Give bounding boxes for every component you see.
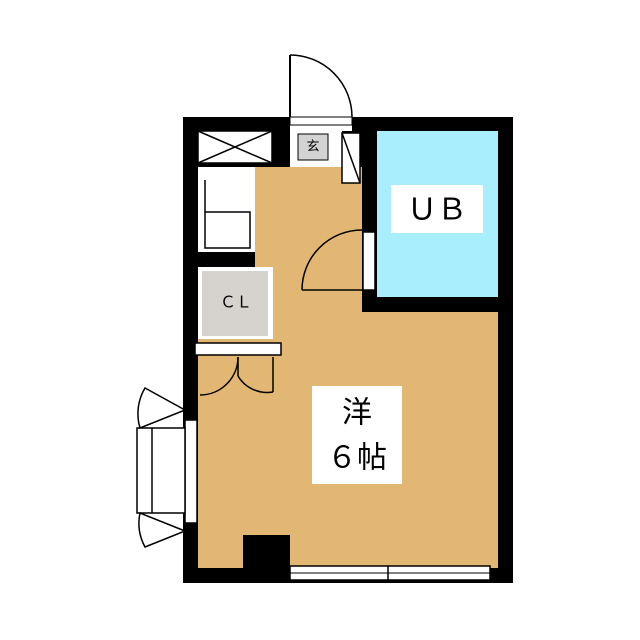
western-room-label-line1: 洋 [342, 396, 372, 431]
closet-door-rail [194, 342, 282, 356]
kitchen-sink [204, 211, 251, 249]
bath-label-box [391, 185, 483, 233]
western-room-label-box [312, 386, 402, 484]
entrance-label: 玄 [306, 140, 319, 155]
bath-door-panel [362, 231, 376, 291]
closet-inner [202, 271, 268, 336]
entry-door-frame [289, 116, 353, 126]
hall-floor-lower [290, 255, 362, 315]
kitchen-area [198, 167, 255, 252]
closet-label: ＣＬ [220, 293, 252, 312]
entry-door-swing [289, 54, 353, 118]
shoe-cabinet-diag [341, 132, 361, 184]
closet-door-right [237, 375, 274, 394]
left-window [184, 419, 198, 524]
entrance-tile [297, 133, 329, 161]
western-room-label-line2: ６帖 [327, 441, 387, 476]
bath-door-swing [301, 229, 363, 291]
pillar [243, 535, 290, 569]
left-window-frame [136, 427, 186, 514]
left-window-swing-bottom [138, 511, 188, 548]
bath-label: ＵＢ [407, 193, 467, 228]
vent-cross-b [197, 130, 273, 164]
left-window-swing-top [137, 386, 187, 430]
